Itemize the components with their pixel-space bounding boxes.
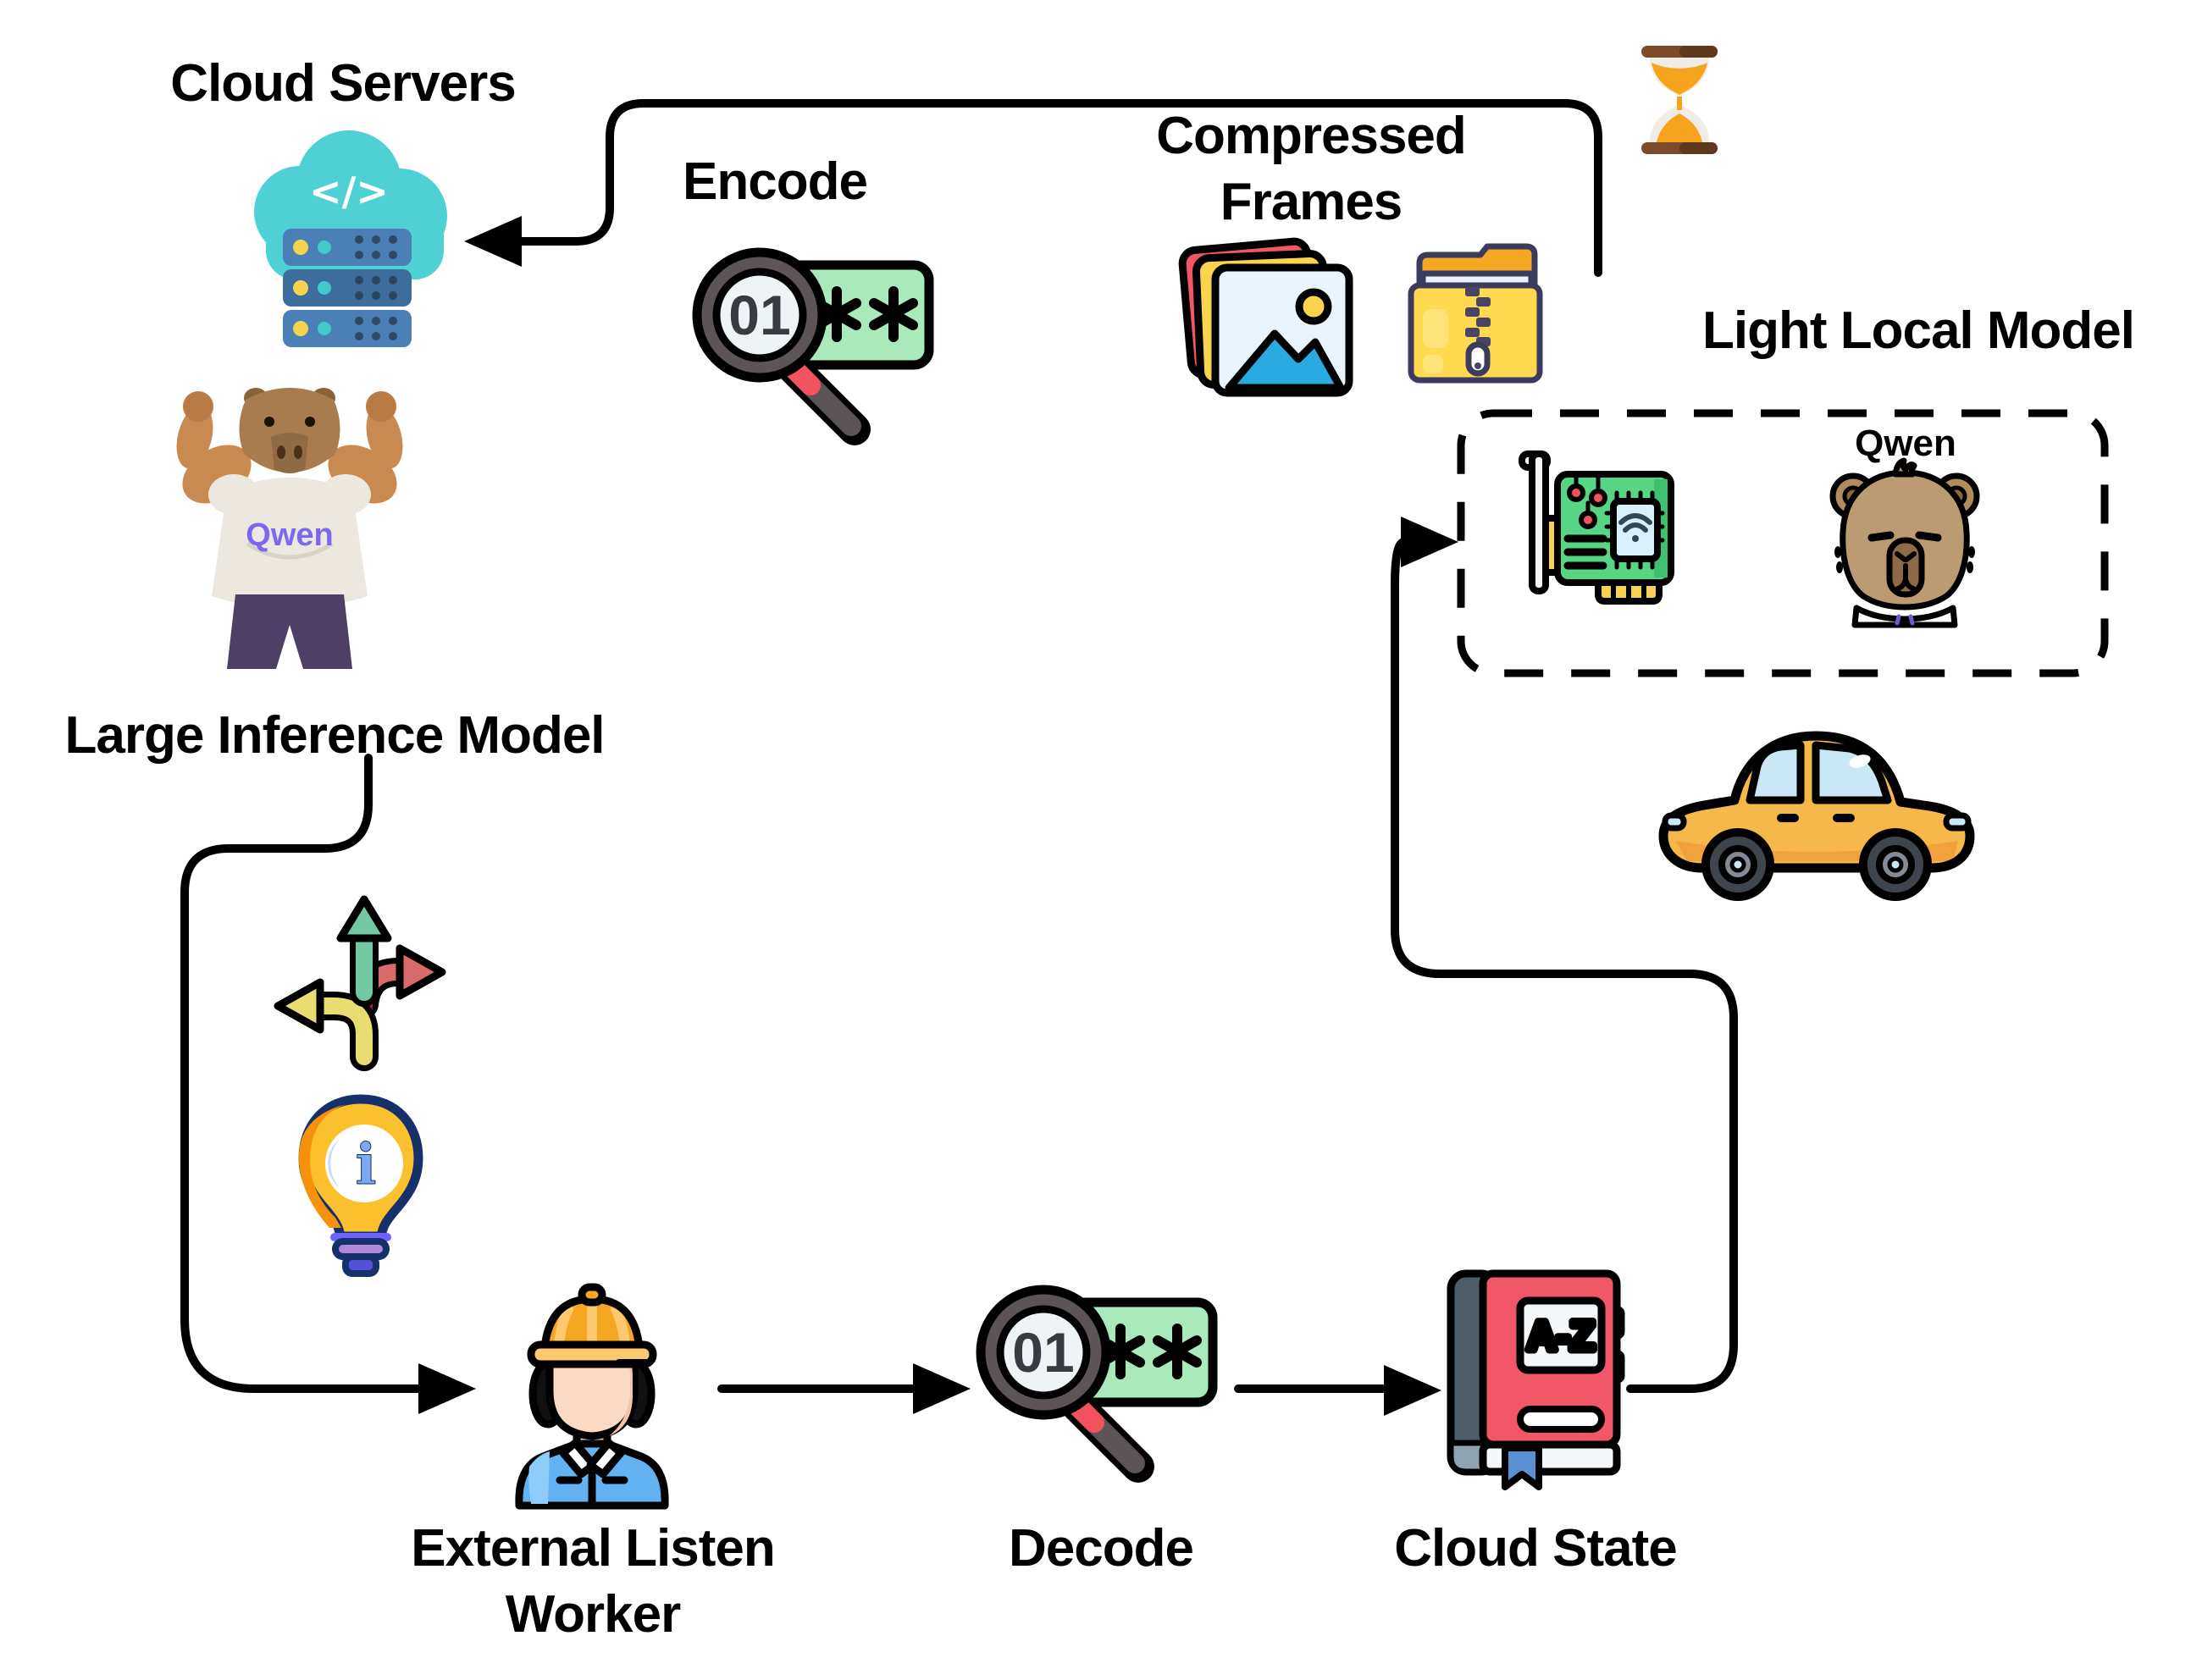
compressed-frames-label: Compressed Frames — [1057, 103, 1565, 235]
encode-magnifier-icon: 01 — [692, 247, 934, 445]
arrowhead-into-book — [1384, 1365, 1441, 1416]
external-listen-line1: External Listen — [411, 1519, 775, 1578]
muscle-capybara-image: Qwen — [176, 388, 403, 669]
decode-lens-text: 01 — [1012, 1321, 1074, 1384]
server-racks — [283, 229, 412, 347]
external-listen-line2: Worker — [505, 1585, 682, 1644]
cloud-servers-label: Cloud Servers — [170, 54, 516, 113]
local-model-qwen-label: Qwen — [1855, 423, 1956, 464]
cloud-server-icon: </> — [254, 130, 447, 347]
decode-magnifier-icon: 01 — [976, 1285, 1218, 1483]
shirt-qwen-text: Qwen — [246, 517, 333, 553]
large-inference-model-label: Large Inference Model — [64, 706, 605, 765]
light-local-model-box — [1457, 409, 2109, 677]
compressed-frames-line1: Compressed — [1156, 107, 1467, 165]
hourglass-icon — [1641, 46, 1718, 154]
info-i-glyph: i — [355, 1131, 376, 1197]
external-listen-worker-label: External Listen Worker — [339, 1516, 847, 1648]
book-az-label: A-Z — [1527, 1314, 1595, 1359]
arrowhead-into-cloud — [464, 216, 522, 267]
branch-arrows-icon — [274, 895, 446, 1071]
arrow-state-to-local — [1391, 538, 1738, 1393]
encode-lens-text: 01 — [728, 284, 790, 346]
cloud-state-label: Cloud State — [1394, 1519, 1677, 1578]
arrowhead-into-localbox — [1401, 517, 1458, 567]
arrowhead-into-worker — [418, 1363, 476, 1414]
capybara-face-icon — [1829, 457, 1980, 628]
car-icon — [1658, 731, 1975, 901]
code-glyph: </> — [309, 169, 389, 214]
arrowhead-into-decode — [913, 1363, 971, 1414]
light-local-model-label: Light Local Model — [1702, 301, 2135, 360]
gpu-card-icon — [1519, 450, 1674, 605]
decode-label: Decode — [1009, 1519, 1194, 1578]
idea-bulb-icon: i — [298, 1094, 423, 1277]
compressed-frames-line2: Frames — [1220, 173, 1403, 232]
encode-label: Encode — [683, 152, 868, 211]
dictionary-book-icon: A-Z — [1447, 1269, 1625, 1490]
zip-folder-icon — [1408, 243, 1543, 384]
arrow-model-to-worker — [180, 754, 423, 1393]
arrow-frames-to-cloud — [517, 99, 1602, 277]
worker-icon — [515, 1283, 669, 1510]
photo-frames-icon — [1178, 237, 1353, 397]
